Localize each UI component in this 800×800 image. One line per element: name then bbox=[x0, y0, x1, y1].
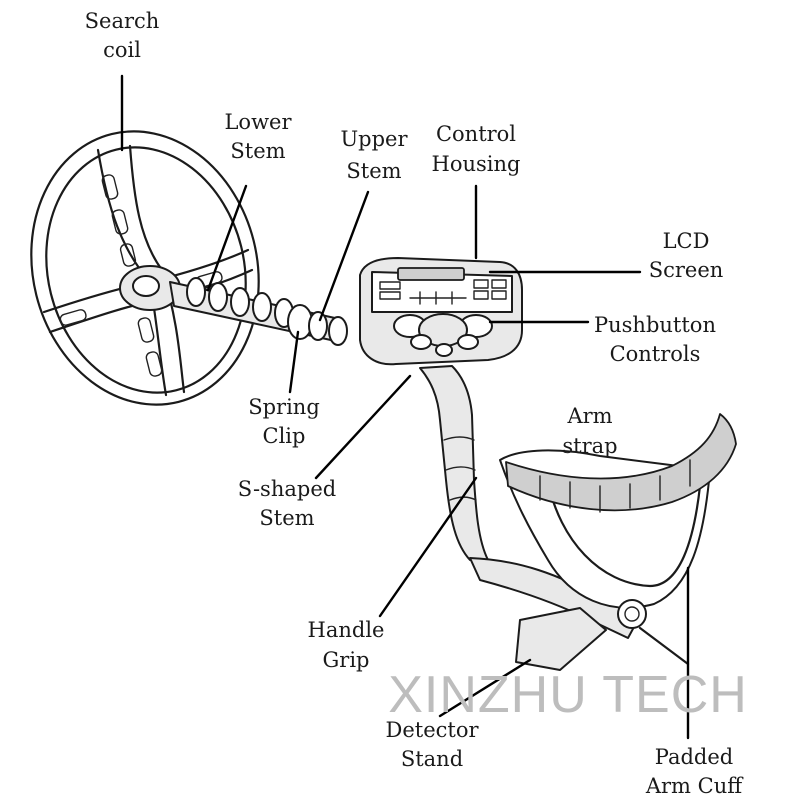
stem-drawing bbox=[169, 277, 348, 346]
label-handle-grip-line1: Handle bbox=[308, 618, 385, 642]
leader-lines bbox=[120, 74, 690, 740]
label-upper-stem-line1: Upper bbox=[340, 127, 408, 151]
label-search-coil-line1: Search bbox=[85, 9, 160, 33]
label-pushbutton-controls-line2: Controls bbox=[610, 342, 701, 366]
label-detector-stand-line2: Stand bbox=[401, 747, 463, 771]
label-control-housing-line2: Housing bbox=[432, 152, 521, 176]
watermark: XINZHU TECH bbox=[388, 666, 748, 724]
label-lower-stem-line2: Stem bbox=[230, 139, 285, 163]
label-handle-grip-line2: Grip bbox=[323, 648, 370, 672]
label-padded-arm-cuff-line2: Arm Cuff bbox=[645, 774, 744, 798]
label-lcd-screen-line2: Screen bbox=[649, 258, 724, 282]
label-pushbutton-controls-line1: Pushbutton bbox=[594, 313, 716, 337]
label-padded-arm-cuff-line1: Padded bbox=[655, 745, 733, 769]
label-detector-stand-line1: Detector bbox=[385, 718, 479, 742]
label-arm-strap-line2: strap bbox=[562, 434, 617, 458]
label-upper-stem-line2: Stem bbox=[346, 159, 401, 183]
control-housing-drawing bbox=[359, 257, 523, 366]
handle-armrest-drawing bbox=[419, 365, 737, 671]
label-s-shaped-stem-line2: Stem bbox=[259, 506, 314, 530]
label-spring-clip-line2: Clip bbox=[263, 424, 306, 448]
labels: Search coil Lower Stem Upper Stem Contro… bbox=[85, 9, 745, 798]
label-search-coil-line2: coil bbox=[103, 38, 141, 62]
label-arm-strap-line1: Arm bbox=[566, 404, 612, 428]
label-control-housing-line1: Control bbox=[436, 122, 516, 146]
search-coil-drawing bbox=[30, 130, 260, 406]
label-lower-stem-line1: Lower bbox=[224, 110, 292, 134]
label-spring-clip-line1: Spring bbox=[248, 395, 320, 419]
label-lcd-screen-line1: LCD bbox=[663, 229, 710, 253]
label-s-shaped-stem-line1: S-shaped bbox=[238, 477, 336, 501]
